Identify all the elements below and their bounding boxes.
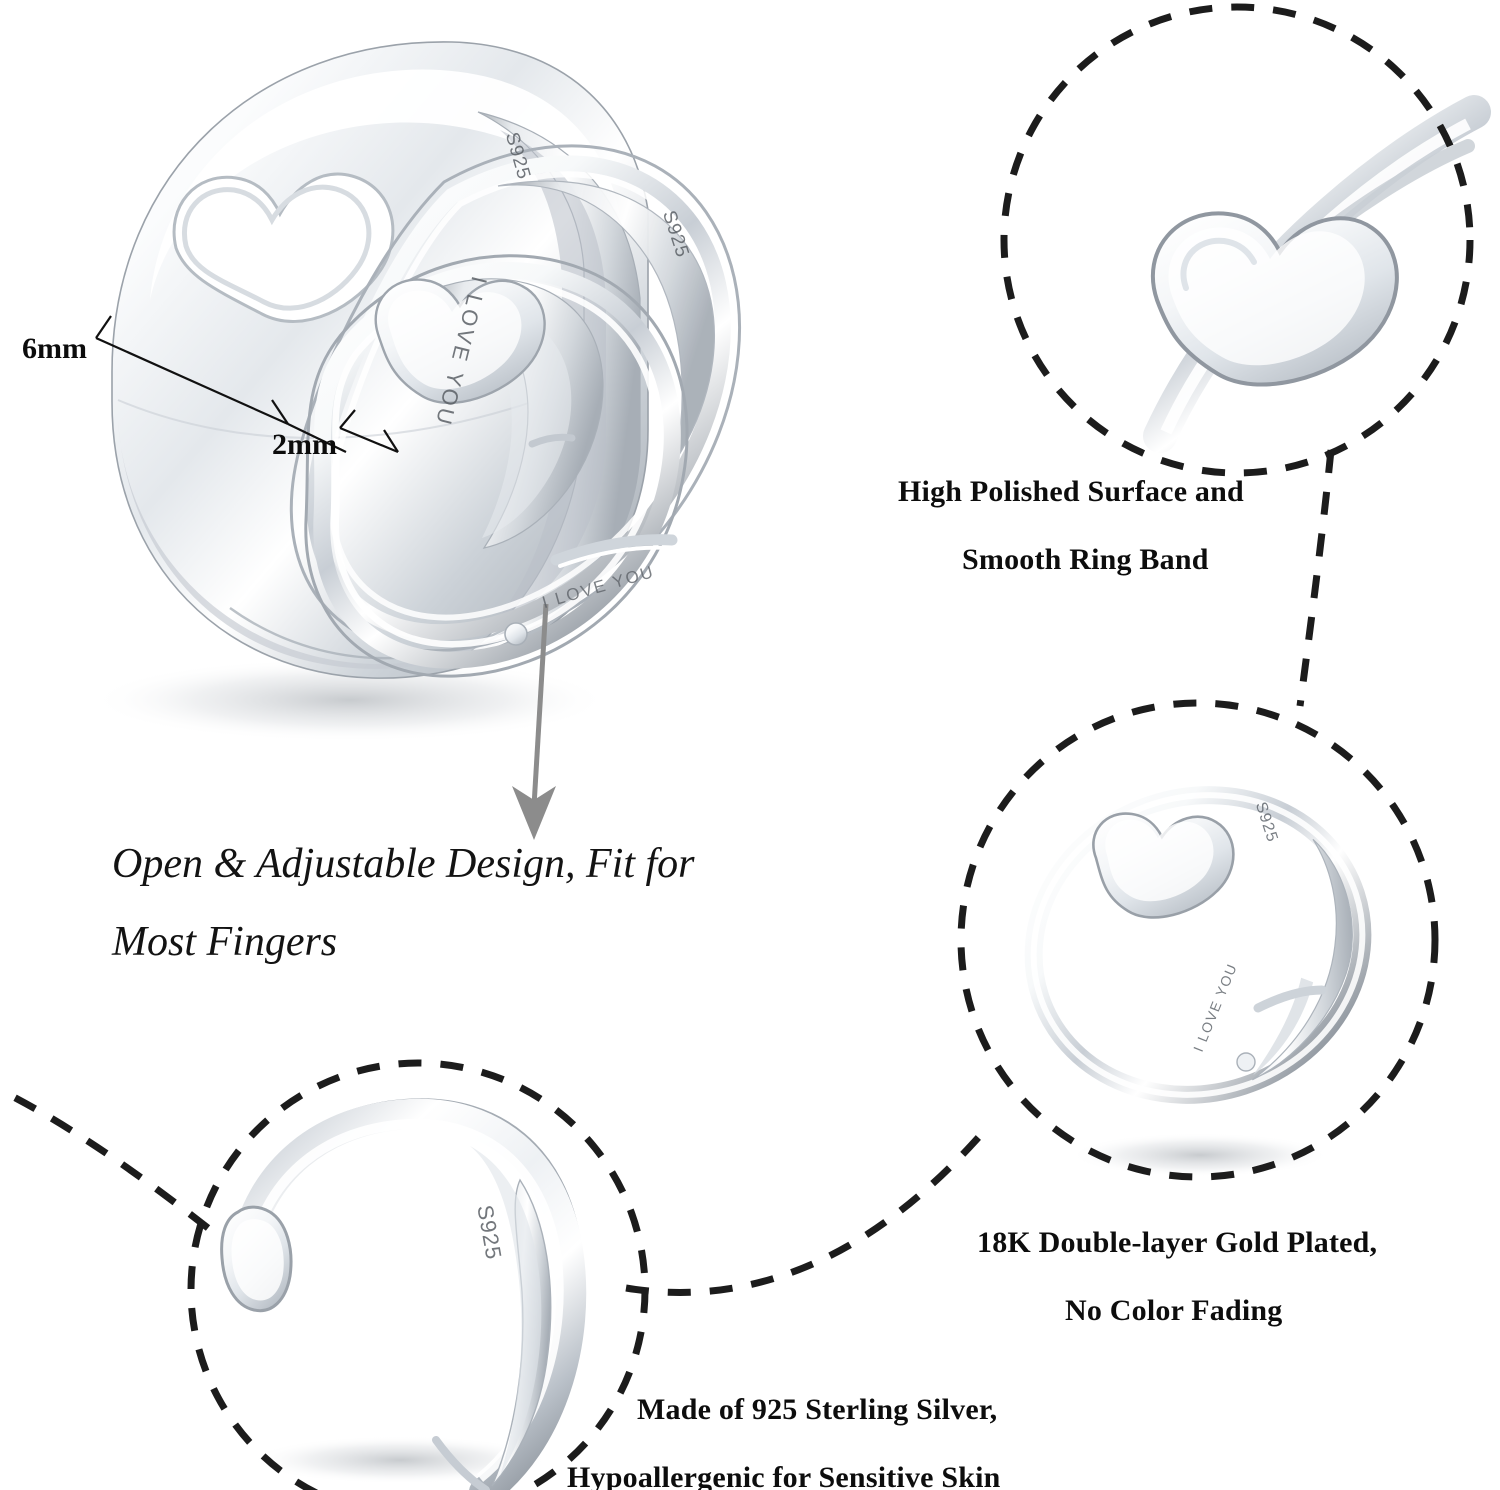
engraving-i-love-you-hero: I LOVE YOU [430,273,492,430]
annotation-sterling-silver: Made of 925 Sterling Silver, Hypoallerge… [567,1393,1001,1490]
annotation-line: Hypoallergenic for Sensitive Skin [567,1461,1001,1490]
annotation-line: Most Fingers [112,919,338,965]
annotation-open-adjustable-design: Open & Adjustable Design, Fit for Most F… [112,843,695,963]
annotation-line: Smooth Ring Band [962,543,1209,576]
annotation-line: 18K Double-layer Gold Plated, [977,1226,1378,1259]
annotation-gold-plated: 18K Double-layer Gold Plated, No Color F… [977,1228,1377,1326]
annotation-line: Open & Adjustable Design, Fit for [112,841,695,887]
annotation-line: No Color Fading [1065,1294,1283,1327]
annotation-high-polished-surface: High Polished Surface and Smooth Ring Ba… [898,477,1244,575]
engraving-hallmark-hero-front: S925 [658,208,693,261]
hero-thin-band-front [304,254,689,678]
annotation-line: High Polished Surface and [898,475,1244,508]
dimension-label-2mm: 2mm [272,428,337,461]
engraving-hallmark-hero-rear: S925 [500,130,535,183]
engraving-hallmark-side-profile: S925 [472,1203,507,1262]
annotation-line: Made of 925 Sterling Silver, [637,1393,998,1426]
engraving-i-love-you-hero-rear: I LOVE YOU [540,562,657,613]
dimension-label-6mm: 6mm [22,332,87,365]
engraving-i-love-you-callout-ring: I LOVE YOU [1190,960,1241,1054]
engraving-hallmark-callout-ring: S925 [1251,800,1281,845]
heart-cutout [172,172,395,323]
heart-motif-hero [374,278,546,405]
hero-shadow [90,658,610,742]
